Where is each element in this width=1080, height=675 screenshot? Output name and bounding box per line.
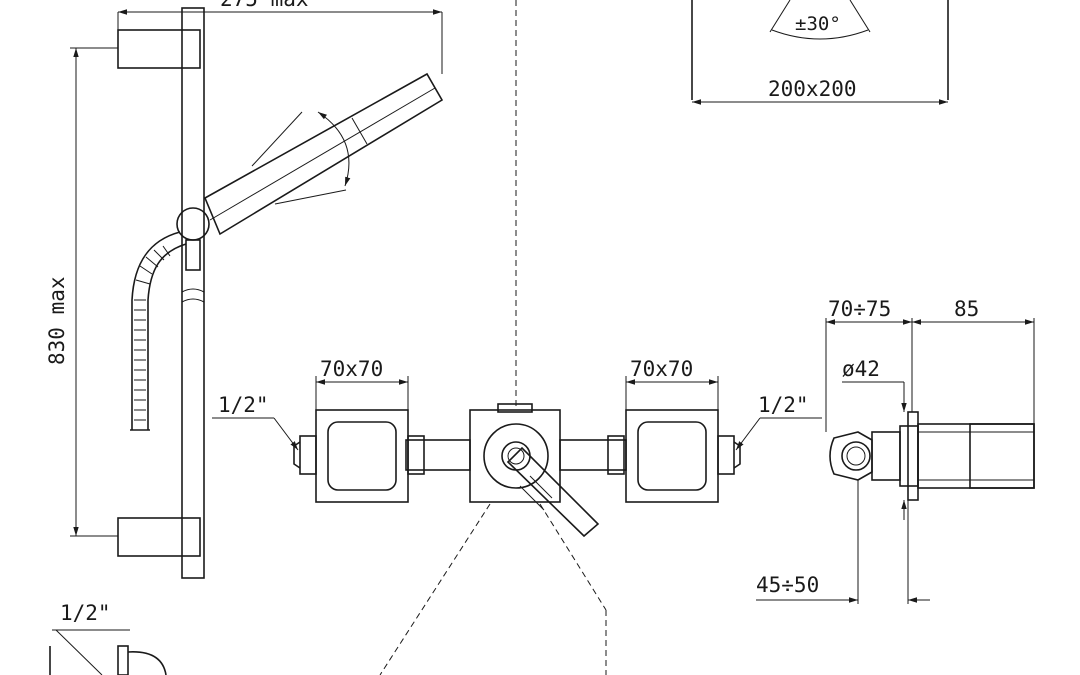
label-valve-left-size: 70x70: [320, 357, 383, 381]
dim-valve-left: 70x70: [315, 357, 409, 410]
spray-cone: [379, 503, 607, 675]
central-mixer: [469, 409, 561, 503]
label-height: 830 max: [45, 276, 69, 365]
label-thread-bottom: 1/2": [60, 601, 111, 625]
bottom-wall-bracket: [117, 517, 201, 557]
thread-right: 1/2": [735, 393, 822, 451]
valve-assembly: [293, 403, 741, 538]
shower-rail: [117, 7, 205, 579]
top-wall-bracket: [117, 29, 201, 69]
label-depth-body: 85: [954, 297, 979, 321]
dim-valve-right: 70x70: [625, 357, 719, 410]
label-depth-range: 70÷75: [828, 297, 891, 321]
dim-depth: 70÷75 85: [825, 297, 1035, 432]
label-valve-right-size: 70x70: [630, 357, 693, 381]
rotation-indicator: [251, 111, 351, 205]
label-thread-left: 1/2": [218, 393, 269, 417]
label-wall-range: 45÷50: [756, 573, 819, 597]
hose: [130, 231, 187, 431]
dim-wall: 45÷50: [756, 480, 930, 604]
label-head-size: 200x200: [768, 77, 857, 101]
right-diverter: [625, 409, 719, 503]
bottom-outlet: 1/2": [49, 601, 167, 675]
mixer-lever: [506, 446, 600, 538]
dim-height: 830 max: [45, 47, 118, 537]
hand-shower: [176, 72, 444, 241]
dim-diameter: ø42: [842, 357, 907, 520]
left-diverter: [315, 409, 409, 503]
head-shower: ±30° 200x200: [691, 0, 949, 105]
label-top-width: 275 max: [220, 0, 309, 11]
side-view: [829, 411, 1035, 501]
label-thread-right: 1/2": [758, 393, 809, 417]
label-tilt: ±30°: [795, 13, 841, 35]
label-diameter: ø42: [842, 357, 880, 381]
thread-left: 1/2": [212, 393, 299, 451]
dim-top-width: 275 max: [117, 0, 443, 74]
